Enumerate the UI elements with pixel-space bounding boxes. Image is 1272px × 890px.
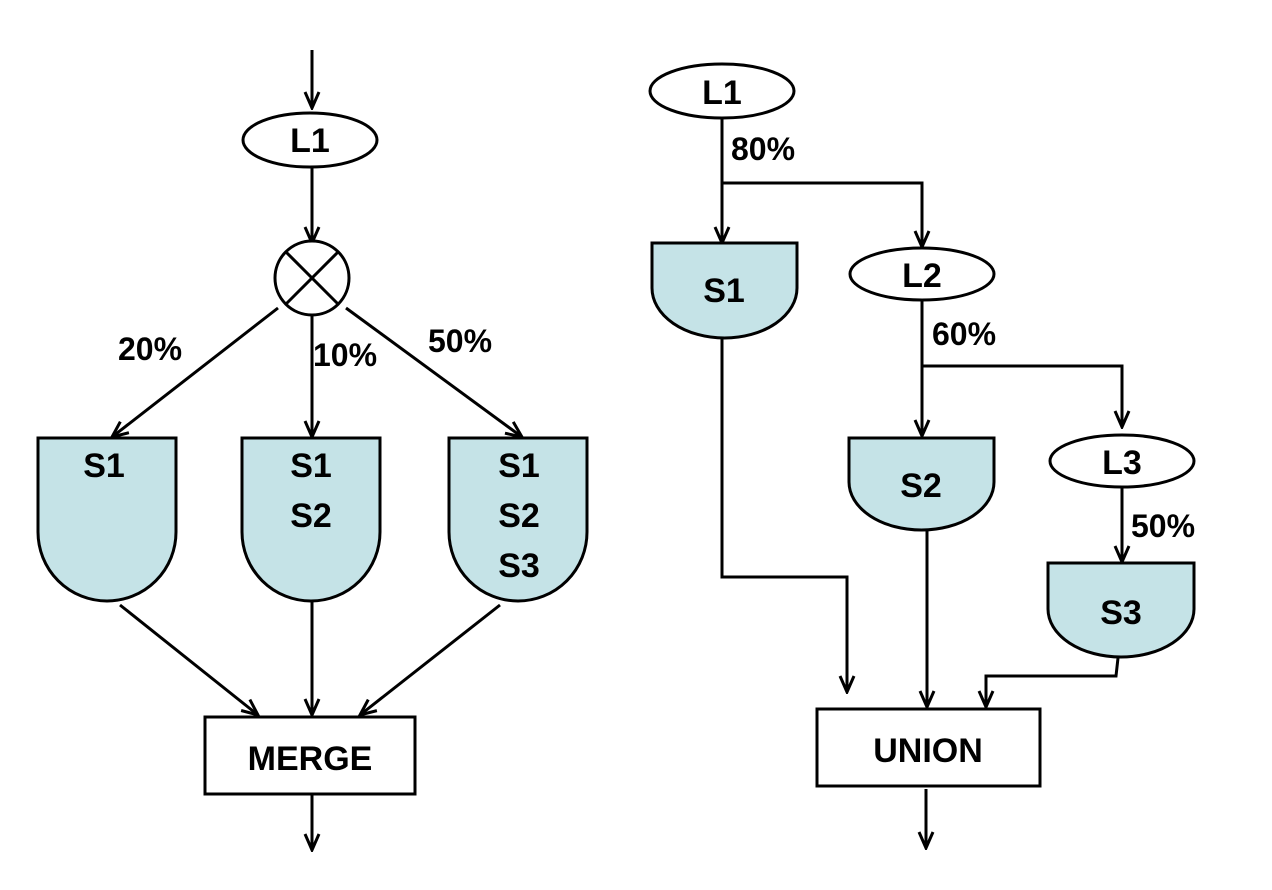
left-s12-label-2: S2 [290, 497, 332, 535]
left-s123-label-3: S3 [498, 547, 540, 585]
right-s3-shape [1046, 561, 1196, 659]
right-s2-shape [847, 436, 996, 532]
left-s1-to-merge-arrow [119, 603, 258, 715]
left-s123-to-merge-arrow [360, 603, 501, 715]
left-s1-label-1: S1 [83, 447, 125, 485]
right-l1-node: L1 [648, 62, 796, 120]
left-pct-s12: 10% [313, 337, 377, 373]
right-l1-to-l2-arrow [722, 181, 922, 247]
right-diagram: L1 80% S1 L2 60% S2 L3 50% S3 [648, 62, 1196, 848]
left-l1-label: L1 [290, 122, 330, 160]
left-splitter-to-s123-arrow [345, 306, 522, 437]
left-s12-node: S1 S2 [240, 436, 382, 603]
right-s3-to-union-arrow [986, 657, 1120, 707]
left-s123-label-1: S1 [498, 447, 540, 485]
left-splitter-to-s1-arrow [112, 306, 279, 437]
left-merge-label: MERGE [248, 740, 373, 778]
left-s1-node: S1 [36, 436, 178, 603]
left-s123-label-2: S2 [498, 497, 540, 535]
right-s1-label: S1 [703, 272, 745, 310]
right-s1-to-union-arrow [720, 338, 847, 692]
left-pct-s123: 50% [428, 323, 492, 359]
right-l2-shape [848, 246, 996, 302]
right-s2-node: S2 [847, 436, 996, 532]
right-pct-l2: 60% [932, 316, 996, 352]
right-l2-to-l3-arrow [922, 364, 1122, 427]
left-l1-shape [241, 111, 379, 169]
right-s2-label: S2 [900, 467, 942, 505]
right-l2-node: L2 [848, 246, 996, 302]
left-l1-node: L1 [241, 111, 379, 169]
circle-cross-icon [273, 239, 351, 317]
right-pct-l3: 50% [1131, 508, 1195, 544]
right-s1-shape [650, 241, 799, 340]
right-l1-label: L1 [702, 74, 742, 112]
right-l3-node: L3 [1048, 433, 1196, 489]
right-union-node: UNION [815, 707, 1042, 788]
left-merge-node: MERGE [203, 715, 417, 796]
right-l2-label: L2 [902, 257, 942, 295]
right-l3-label: L3 [1102, 444, 1142, 482]
left-diagram: L1 20% 10% 50% S1 S1 S2 S1 S2 S3 [36, 50, 589, 850]
left-s12-shape [240, 436, 382, 603]
right-l3-shape [1048, 433, 1196, 489]
left-s123-shape [447, 436, 589, 603]
right-s3-label: S3 [1100, 594, 1142, 632]
right-s1-node: S1 [650, 241, 799, 340]
left-pct-s1: 20% [118, 331, 182, 367]
left-s12-label-1: S1 [290, 447, 332, 485]
left-s1-shape [36, 436, 178, 603]
right-union-shape [815, 707, 1042, 788]
right-s3-node: S3 [1046, 561, 1196, 659]
right-union-label: UNION [873, 732, 983, 770]
right-l1-shape [648, 62, 796, 120]
left-merge-shape [203, 715, 417, 796]
right-pct-l1: 80% [731, 131, 795, 167]
left-s123-node: S1 S2 S3 [447, 436, 589, 603]
